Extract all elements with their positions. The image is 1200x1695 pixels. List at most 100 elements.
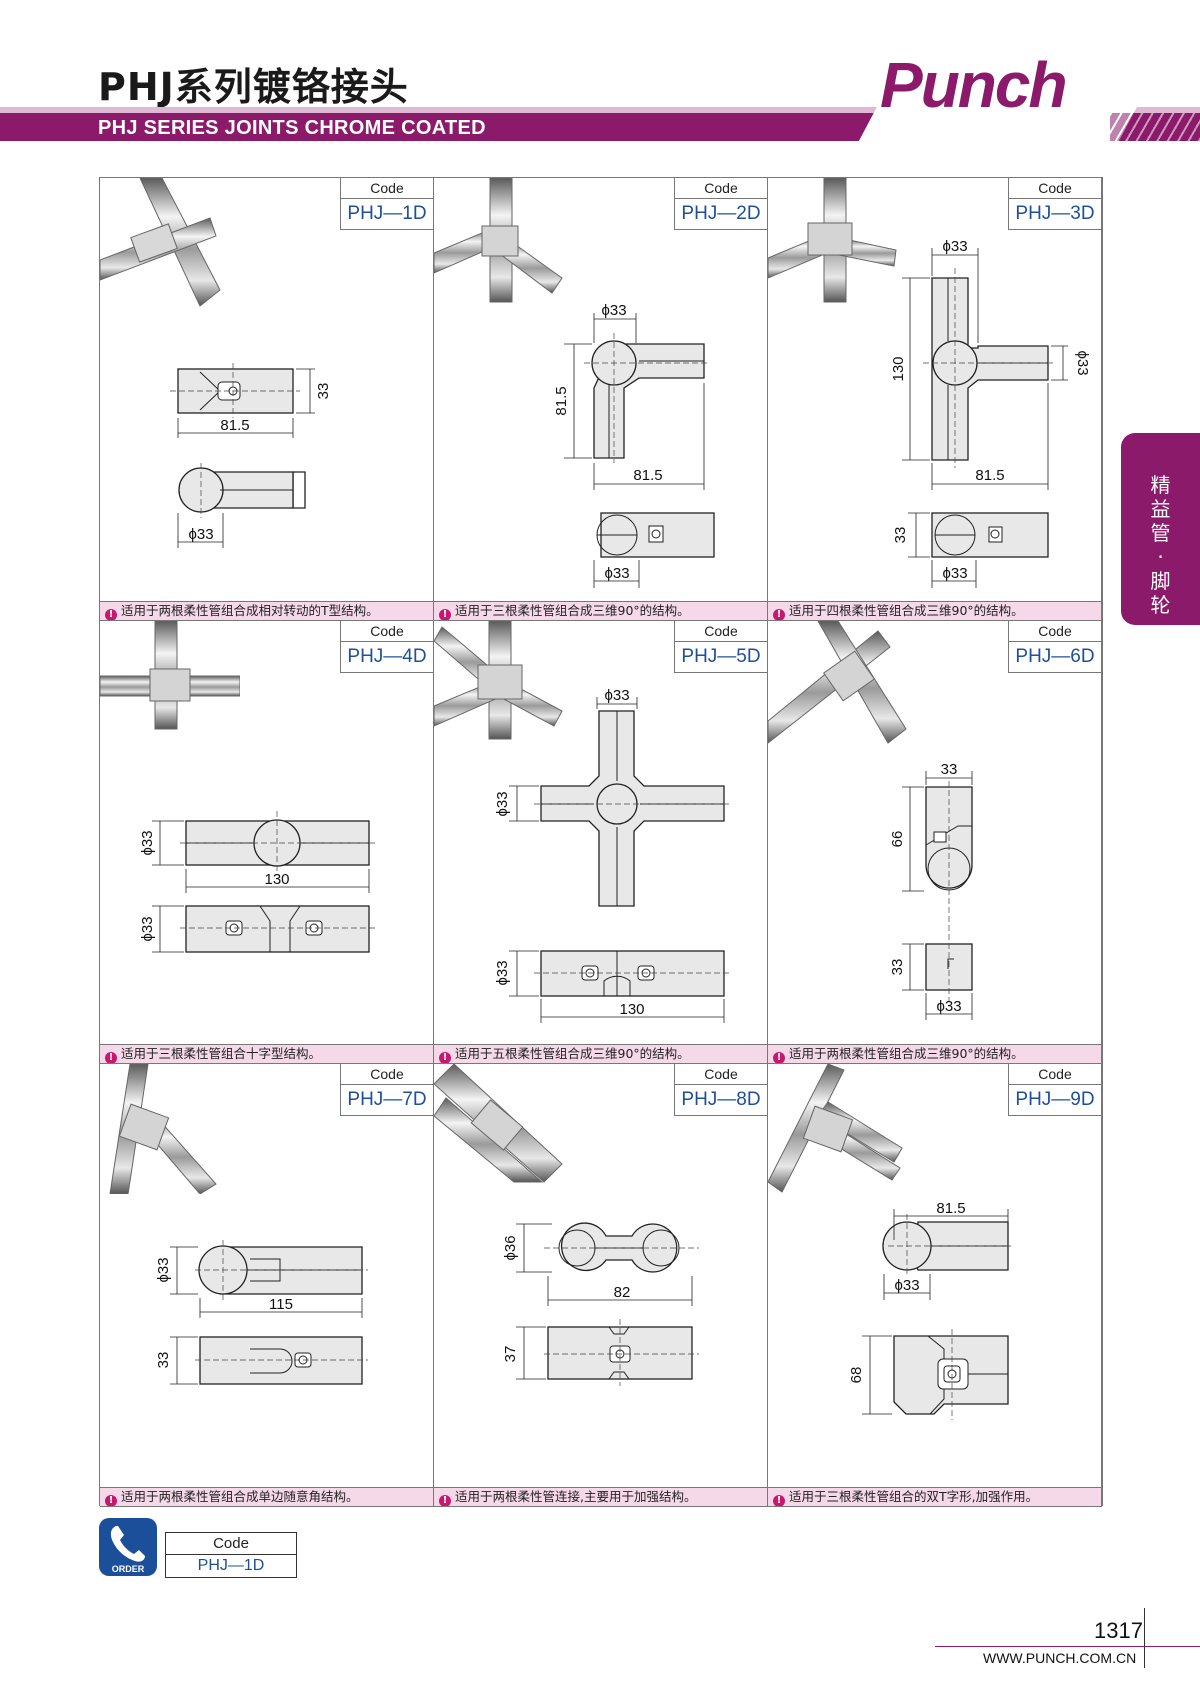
product-grid: 81.5 33 ϕ33 Code PHJ—1D !适用于两根柔性管组合成相对转动… [99,177,1103,1507]
product-code: PHJ—1D [347,203,427,224]
code-label: Code [341,1064,433,1085]
side-tab-char: 精 [1150,473,1171,497]
code-box: Code PHJ—4D [340,621,433,673]
product-code: PHJ—9D [1015,1089,1095,1110]
side-tab-char: 脚 [1150,569,1171,593]
product-cell-phj-6d[interactable]: 33 66 33 ϕ33 Code PHJ—6D !适用于两根柔性管组合成三维9… [768,621,1102,1064]
dimension-label: ϕ33 [1074,350,1091,375]
dimension-label: ϕ33 [601,302,626,319]
product-photo [768,178,897,303]
dimension-label: 33 [892,527,909,544]
product-description: !适用于三根柔性管组合十字型结构。 [100,1044,433,1063]
info-bullet-icon: ! [105,1052,117,1063]
product-cell-phj-3d[interactable]: ϕ33 130 ϕ33 81.5 33 ϕ33 Code PHJ—3D !适用于… [768,178,1102,621]
dimension-label: 82 [614,1284,631,1301]
info-bullet-icon: ! [439,1495,451,1506]
code-label: Code [675,621,767,642]
product-code: PHJ—8D [681,1089,761,1110]
product-cell-phj-5d[interactable]: ϕ33 ϕ33 ϕ33 130 Code PHJ—5D !适用于五根柔性管组合成… [434,621,768,1064]
code-label: Code [1009,178,1101,199]
product-cell-phj-2d[interactable]: ϕ33 81.5 81.5 ϕ33 Code PHJ—2D !适用于三根柔性管组… [434,178,768,621]
order-code-box: Code PHJ—1D [165,1532,297,1578]
side-tab-char: 管 [1150,521,1171,545]
product-description: !适用于两根柔性管组合成相对转动的T型结构。 [100,601,433,620]
code-label: Code [675,178,767,199]
product-photo [768,1064,903,1193]
product-description: !适用于两根柔性管组合成单边随意角结构。 [100,1487,433,1506]
product-code: PHJ—7D [347,1089,427,1110]
info-bullet-icon: ! [773,1052,785,1063]
info-bullet-icon: ! [105,1495,117,1506]
technical-drawing: ϕ33 130 ϕ33 81.5 33 ϕ33 [890,238,1091,588]
technical-drawing: 115 ϕ33 33 [155,1240,368,1385]
dimension-label: ϕ33 [604,565,629,582]
dimension-label: 37 [502,1346,519,1363]
order-code-value: PHJ—1D [197,1557,265,1574]
info-bullet-icon: ! [773,1495,785,1506]
technical-drawing: 33 66 33 ϕ33 [889,761,973,1020]
product-description: !适用于四根柔性管组合成三维90°的结构。 [768,601,1101,620]
product-description: !适用于两根柔性管连接,主要用于加强结构。 [434,1487,767,1506]
product-photo [434,1064,563,1183]
product-code: PHJ—6D [1015,646,1095,667]
website-url[interactable]: WWW.PUNCH.COM.CN [983,1650,1137,1666]
product-code: PHJ—2D [681,203,761,224]
product-cell-phj-4d[interactable]: 130 ϕ33 ϕ33 Code PHJ—4D !适用于三根柔性管组合十字型结构… [100,621,434,1064]
dimension-label: ϕ33 [936,998,961,1015]
dimension-label: ϕ33 [139,916,156,941]
dimension-label: ϕ33 [155,1257,172,1282]
dimension-label: ϕ33 [942,238,967,255]
product-cell-phj-7d[interactable]: 115 ϕ33 33 Code PHJ—7D !适用于两根柔性管组合成单边随意角… [100,1064,434,1507]
dimension-label: ϕ33 [494,791,511,816]
code-box: Code PHJ—6D [1008,621,1101,673]
dimension-label: 33 [889,959,906,976]
footer-rule [935,1646,1200,1647]
dimension-label: ϕ33 [188,526,213,543]
product-photo [434,621,563,740]
info-bullet-icon: ! [105,609,117,620]
dimension-label: 130 [619,1001,644,1018]
category-side-tab[interactable]: 精 益 管 · 脚 轮 [1121,433,1200,625]
order-icon[interactable]: ORDER [99,1518,157,1576]
code-box: Code PHJ—3D [1008,178,1101,230]
product-cell-phj-1d[interactable]: 81.5 33 ϕ33 Code PHJ—1D !适用于两根柔性管组合成相对转动… [100,178,434,621]
product-code: PHJ—4D [347,646,427,667]
side-tab-char: · [1157,545,1164,569]
header-band-light [0,107,1200,113]
technical-drawing: ϕ33 ϕ33 ϕ33 130 [494,687,729,1023]
dimension-label: 130 [264,871,289,888]
dimension-label: ϕ36 [502,1235,519,1260]
footer-divider [1144,1608,1145,1668]
dimension-label: 33 [315,383,332,400]
code-box: Code PHJ—2D [674,178,767,230]
product-cell-phj-9d[interactable]: 81.5 ϕ33 68 Code PHJ—9D !适用于三根柔性管组合的双T字形… [768,1064,1102,1507]
logo-tagline: 工厂自动化零件 [922,116,1118,140]
code-label: Code [341,621,433,642]
product-cell-phj-8d[interactable]: 82 ϕ36 37 Code PHJ—8D !适用于两根柔性管连接,主要用于加强… [434,1064,768,1507]
product-description: !适用于两根柔性管组合成三维90°的结构。 [768,1044,1101,1063]
technical-drawing: 81.5 33 ϕ33 [170,363,332,548]
dimension-label: 33 [941,761,958,778]
dimension-label: ϕ33 [494,960,511,985]
code-box: Code PHJ—8D [674,1064,767,1116]
product-description: !适用于三根柔性管组合成三维90°的结构。 [434,601,767,620]
page-title-cn: PHJ系列镀铬接头 [98,65,409,109]
dimension-label: ϕ33 [942,565,967,582]
order-code-label: Code [166,1533,296,1555]
order-icon-text: ORDER [112,1564,145,1574]
code-label: Code [341,178,433,199]
dimension-label: 81.5 [553,386,570,415]
page-title-en: PHJ SERIES JOINTS CHROME COATED [98,117,486,139]
info-bullet-icon: ! [773,609,785,620]
product-description: !适用于五根柔性管组合成三维90°的结构。 [434,1044,767,1063]
dimension-label: 81.5 [975,467,1004,484]
side-tab-char: 轮 [1150,593,1171,617]
product-photo [100,621,240,730]
dimension-label: ϕ33 [139,830,156,855]
code-box: Code PHJ—1D [340,178,433,230]
product-code: PHJ—5D [681,646,761,667]
dimension-label: 33 [155,1352,172,1369]
product-photo [434,178,563,303]
technical-drawing: 82 ϕ36 37 [502,1222,699,1386]
product-photo [109,1064,217,1194]
